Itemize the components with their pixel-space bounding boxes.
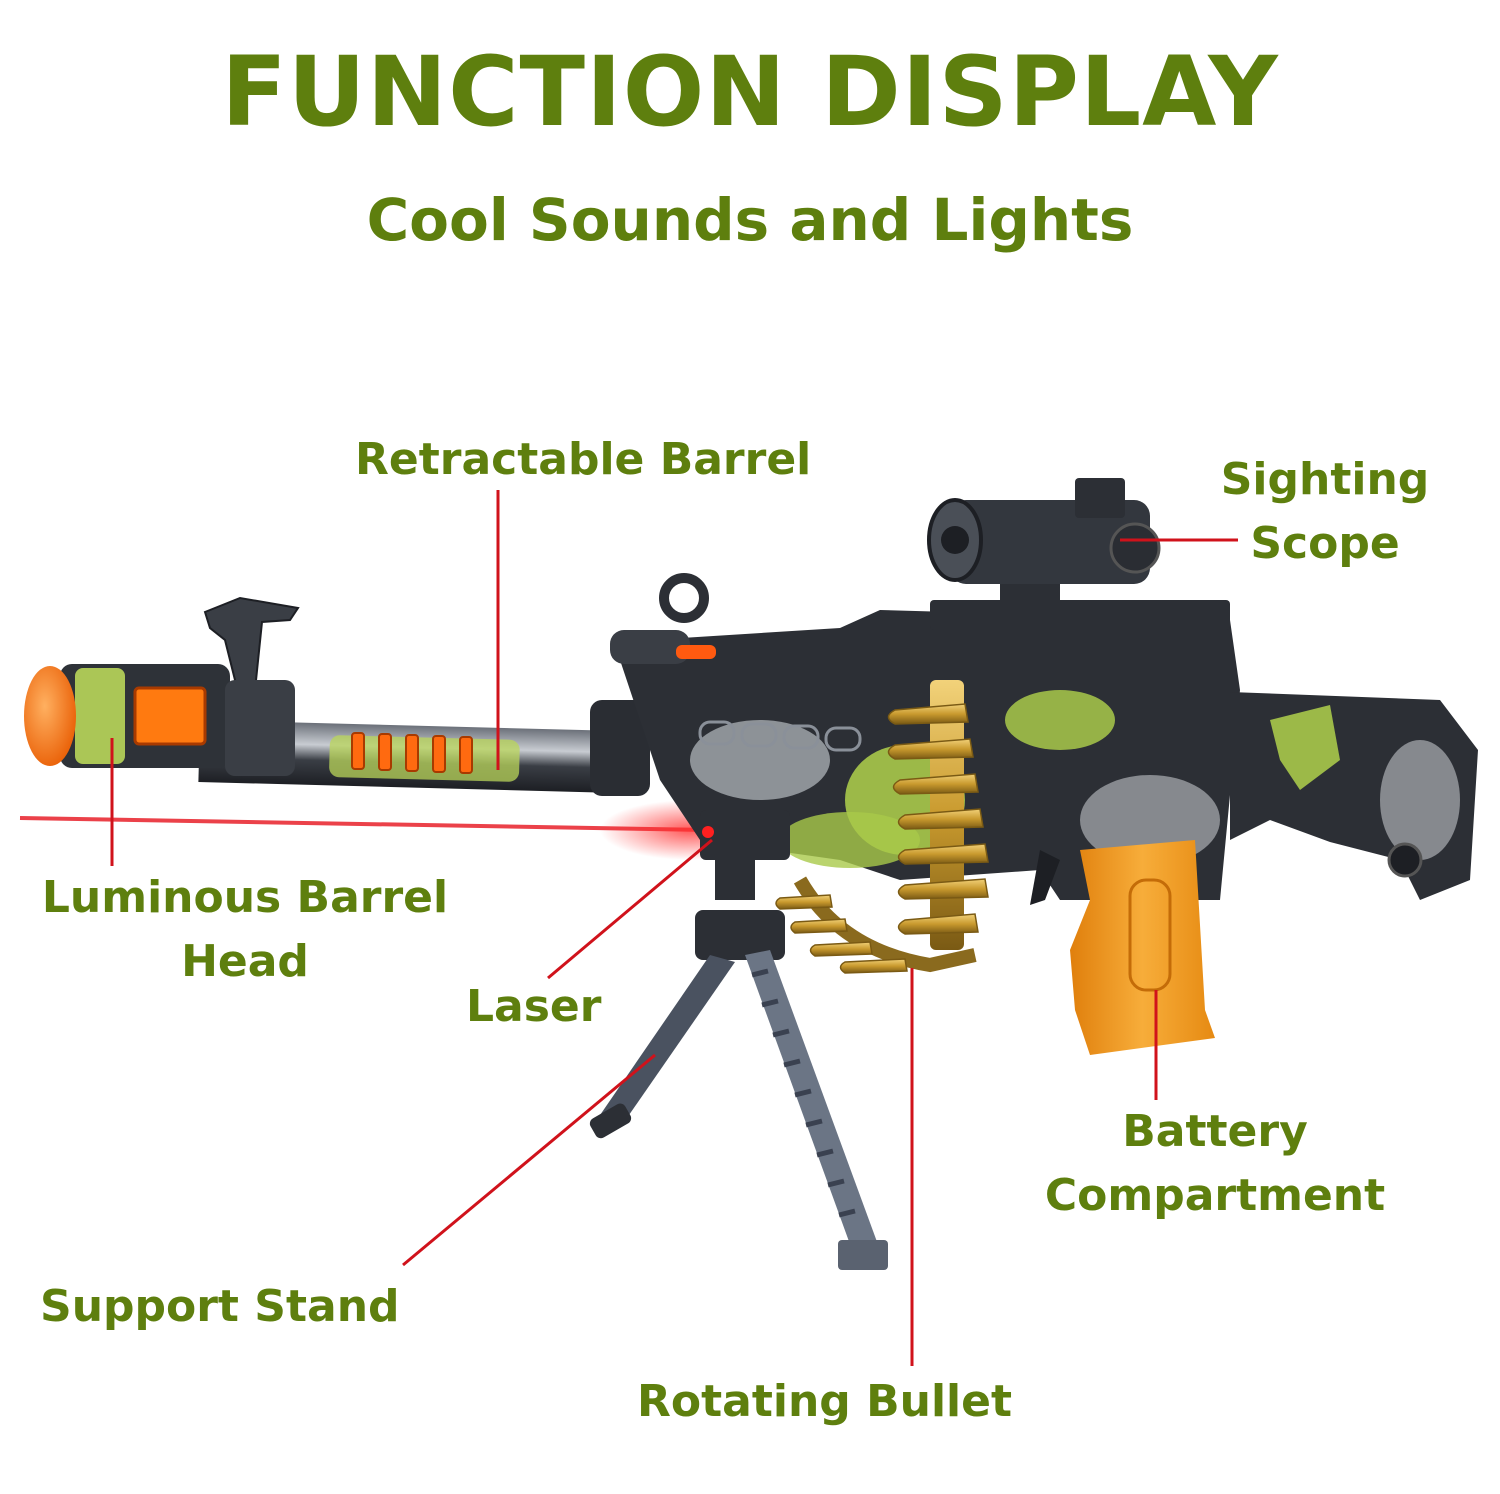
label-luminous-barrel-head: Luminous Barrel Head	[20, 866, 470, 994]
label-laser: Laser	[466, 981, 602, 1032]
label-sighting-scope: Sighting Scope	[1200, 448, 1450, 576]
leader-lines	[110, 490, 1238, 1366]
leader-laser	[547, 838, 713, 980]
stock	[1230, 692, 1478, 900]
label-battery-compartment-line2: Compartment	[1044, 1170, 1386, 1221]
ammo-belt	[775, 680, 989, 974]
label-luminous-barrel-head-line2: Head	[181, 936, 309, 987]
page-subtitle: Cool Sounds and Lights	[366, 186, 1134, 254]
leader-support-stand	[402, 1053, 656, 1267]
label-battery-compartment: Battery Compartment	[1020, 1100, 1410, 1228]
scope	[927, 478, 1230, 630]
laser-beam	[19, 800, 780, 860]
grip	[1030, 840, 1215, 1055]
label-rotating-bullet: Rotating Bullet	[637, 1376, 1012, 1427]
label-support-stand: Support Stand	[40, 1281, 400, 1332]
label-sighting-scope-line2: Scope	[1250, 518, 1400, 569]
label-retractable-barrel: Retractable Barrel	[355, 434, 812, 485]
barrel	[24, 596, 650, 796]
label-sighting-scope-line1: Sighting	[1220, 454, 1430, 505]
label-battery-compartment-line1: Battery	[1122, 1106, 1308, 1157]
bipod	[589, 810, 888, 1270]
label-luminous-barrel-head-line1: Luminous Barrel	[41, 872, 449, 923]
page-title: FUNCTION DISPLAY	[221, 36, 1279, 148]
